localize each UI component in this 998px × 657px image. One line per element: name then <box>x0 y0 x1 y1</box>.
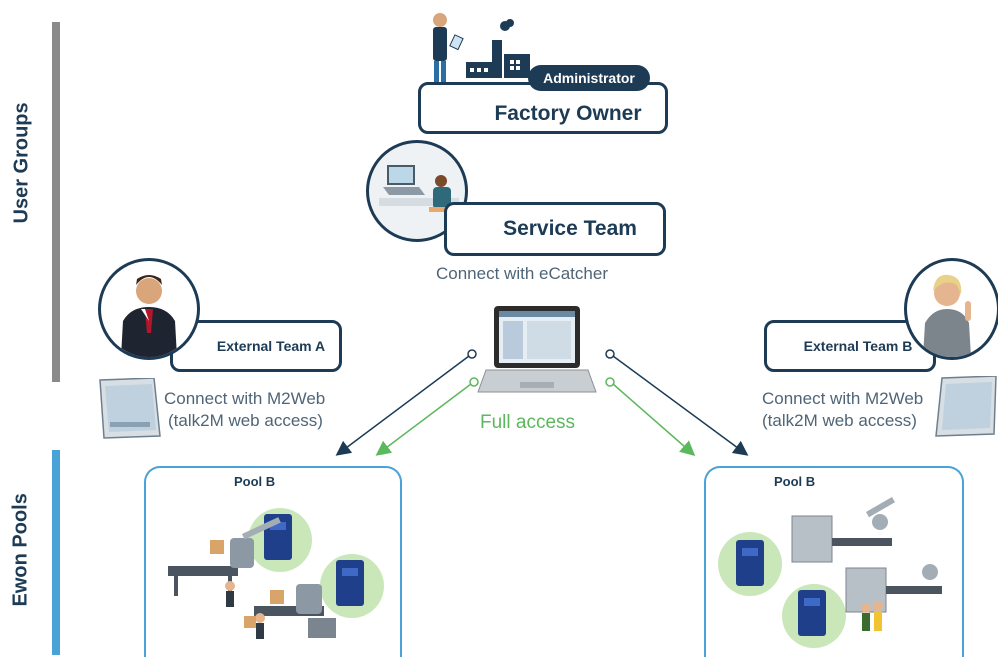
businessman-icon <box>121 275 177 357</box>
laptop-worker-icon <box>379 165 459 212</box>
service-team-title: Service Team <box>503 217 637 240</box>
pool-left: Pool B <box>144 466 402 657</box>
external-team-b-box: External Team B <box>764 320 936 372</box>
pool-left-title: Pool B <box>234 474 276 489</box>
external-team-a-avatar <box>98 258 200 360</box>
user-groups-bar <box>52 22 60 382</box>
full-access-label: Full access <box>480 412 576 433</box>
factory-owner-title: Factory Owner <box>494 102 642 125</box>
pool-right: Pool B <box>704 466 964 657</box>
external-team-a-caption-1: Connect with M2Web <box>164 389 326 408</box>
external-team-a-title: External Team A <box>216 338 326 354</box>
external-team-b-avatar <box>904 258 998 360</box>
ewon-pools-bar <box>52 450 60 655</box>
tablet-icon-left <box>96 378 162 440</box>
external-team-a-caption-2: (talk2M web access) <box>168 411 323 430</box>
factory-icon <box>466 19 530 78</box>
service-team-box: Service Team <box>444 202 666 256</box>
external-team-b-caption-1: Connect with M2Web <box>762 389 924 408</box>
ewon-device-icon <box>736 540 826 636</box>
pool-left-illustration <box>168 508 384 639</box>
worker-icon <box>923 274 971 357</box>
robot-arm-icon <box>168 517 336 639</box>
external-team-b-title: External Team B <box>803 338 913 354</box>
external-team-a-box: External Team A <box>170 320 342 372</box>
external-team-b-caption-2: (talk2M web access) <box>762 411 917 430</box>
pool-right-illustration <box>718 496 942 648</box>
administrator-badge: Administrator <box>528 65 650 91</box>
robot-arm-icon <box>791 496 942 631</box>
service-team-caption: Connect with eCatcher <box>436 264 608 283</box>
pool-right-title: Pool B <box>774 474 816 489</box>
tablet-icon-right <box>932 376 998 438</box>
